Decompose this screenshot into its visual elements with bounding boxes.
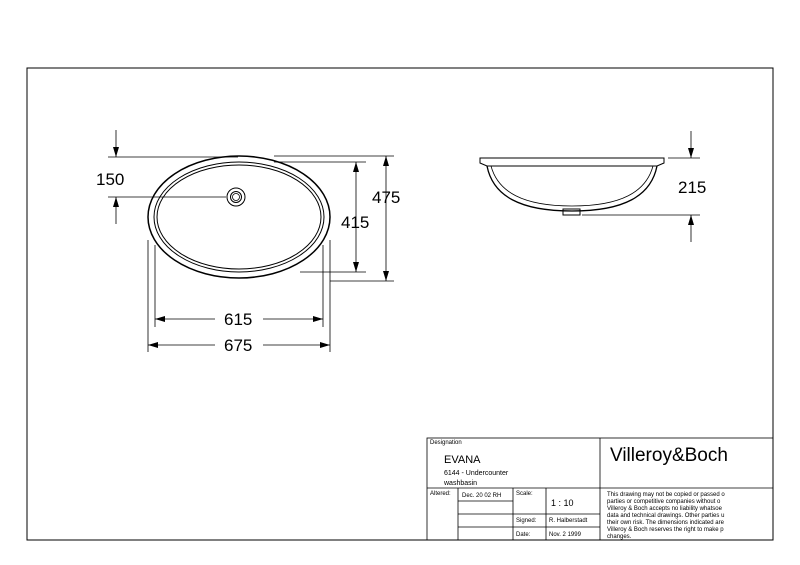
bowl-outer [486, 165, 658, 212]
bowl-inner [490, 165, 654, 207]
drawing-frame [26, 67, 774, 541]
svg-text:Villeroy & Boch reserves the r: Villeroy & Boch reserves the right to ma… [607, 527, 724, 533]
basin-top-view [147, 155, 331, 279]
drain-hole-inner [230, 191, 242, 203]
dim-label-drain-offset: 150 [96, 170, 124, 189]
svg-text:parties or competitive compani: parties or competitive companies without… [607, 499, 721, 505]
dim-outer-depth [274, 155, 394, 282]
drain-outlet [562, 208, 581, 216]
drain-hole-outer [226, 187, 246, 207]
dim-drain-offset [108, 130, 238, 224]
date-label: Date: [516, 532, 531, 538]
altered-label: Altered: [430, 491, 451, 497]
brand-name: Villeroy&Boch [610, 445, 728, 466]
signed-label: Signed: [516, 518, 537, 524]
product-desc-line1: 6144 - Undercounter [444, 470, 509, 477]
scale-label: Scale: [516, 491, 533, 497]
dim-label-outer-width: 675 [224, 336, 252, 355]
dim-label-inner-width: 615 [224, 310, 252, 329]
title-block [426, 437, 774, 541]
basin-side-view [479, 157, 665, 216]
dim-inner-width [154, 245, 324, 327]
dim-inner-depth [274, 161, 366, 273]
altered-value: Dec. 20 02 RH [462, 493, 501, 499]
disclaimer: This drawing may not be copied or passed… [607, 492, 725, 540]
dim-label-inner-depth: 415 [341, 213, 369, 232]
svg-text:This drawing may not be copied: This drawing may not be copied or passed… [607, 492, 725, 498]
svg-text:data and technical drawings. O: data and technical drawings. Other parti… [607, 513, 724, 519]
designation-label: Designation [430, 440, 462, 446]
rim-top [479, 157, 665, 167]
product-name: EVANA [444, 454, 481, 466]
dim-label-outer-depth: 475 [372, 188, 400, 207]
dim-outer-width [147, 240, 331, 352]
dim-height [582, 131, 700, 242]
inner-rim [153, 161, 325, 273]
outer-rim [147, 155, 331, 279]
inner-bowl [156, 164, 322, 270]
dim-label-height: 215 [678, 178, 706, 197]
signed-value: R. Halberstadt [549, 518, 588, 524]
svg-text:changes.: changes. [607, 534, 632, 540]
svg-text:their own risk. The dimensions: their own risk. The dimensions indicated… [607, 520, 725, 526]
date-value: Nov. 2 1999 [549, 532, 582, 538]
svg-text:Villeroy & Boch accepts no lia: Villeroy & Boch accepts no liability wha… [607, 506, 723, 512]
product-desc-line2: washbasin [443, 480, 477, 487]
scale-value: 1 : 10 [551, 498, 574, 508]
